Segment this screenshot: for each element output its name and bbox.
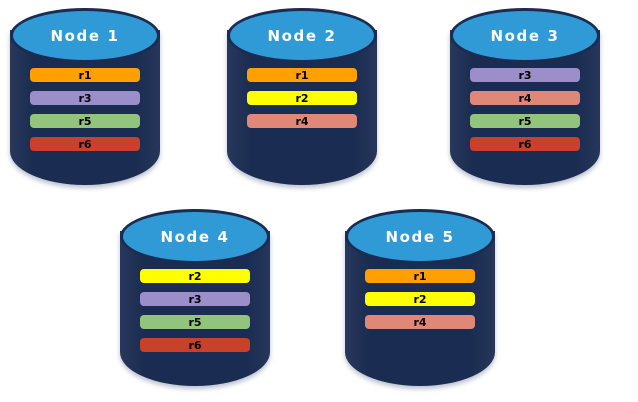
node-title: Node 4 <box>160 227 230 246</box>
replica-bar[interactable]: r2 <box>247 91 357 105</box>
replica-bar[interactable]: r1 <box>247 68 357 82</box>
database-node-5[interactable]: r1 r2 r4 Node 5 <box>345 209 495 399</box>
replica-list: r2 r3 r5 r6 <box>120 269 270 352</box>
node-title: Node 3 <box>490 26 560 45</box>
replica-bar[interactable]: r6 <box>140 338 250 352</box>
replica-bar[interactable]: r1 <box>30 68 140 82</box>
database-node-3[interactable]: r3 r4 r5 r6 Node 3 <box>450 8 600 198</box>
replica-bar[interactable]: r3 <box>30 91 140 105</box>
database-node-4[interactable]: r2 r3 r5 r6 Node 4 <box>120 209 270 399</box>
replica-bar[interactable]: r5 <box>30 114 140 128</box>
node-cylinder-top: Node 3 <box>450 8 600 63</box>
replica-list: r1 r2 r4 <box>227 68 377 128</box>
replica-bar[interactable]: r1 <box>365 269 475 283</box>
node-cylinder-top: Node 1 <box>10 8 160 63</box>
replica-bar[interactable]: r3 <box>470 68 580 82</box>
replica-bar[interactable]: r5 <box>140 315 250 329</box>
replica-bar[interactable]: r4 <box>470 91 580 105</box>
replica-bar[interactable]: r2 <box>140 269 250 283</box>
replica-bar[interactable]: r4 <box>365 315 475 329</box>
node-title: Node 5 <box>385 227 455 246</box>
replica-list: r1 r3 r5 r6 <box>10 68 160 151</box>
replica-bar[interactable]: r4 <box>247 114 357 128</box>
database-node-2[interactable]: r1 r2 r4 Node 2 <box>227 8 377 198</box>
replica-bar[interactable]: r2 <box>365 292 475 306</box>
replica-list: r3 r4 r5 r6 <box>450 68 600 151</box>
node-cylinder-top: Node 5 <box>345 209 495 264</box>
node-title: Node 2 <box>267 26 337 45</box>
replica-list: r1 r2 r4 <box>345 269 495 329</box>
replica-bar[interactable]: r5 <box>470 114 580 128</box>
node-title: Node 1 <box>50 26 120 45</box>
replica-bar[interactable]: r6 <box>30 137 140 151</box>
replica-bar[interactable]: r3 <box>140 292 250 306</box>
node-cylinder-top: Node 4 <box>120 209 270 264</box>
database-node-1[interactable]: r1 r3 r5 r6 Node 1 <box>10 8 160 198</box>
replica-bar[interactable]: r6 <box>470 137 580 151</box>
node-cylinder-top: Node 2 <box>227 8 377 63</box>
